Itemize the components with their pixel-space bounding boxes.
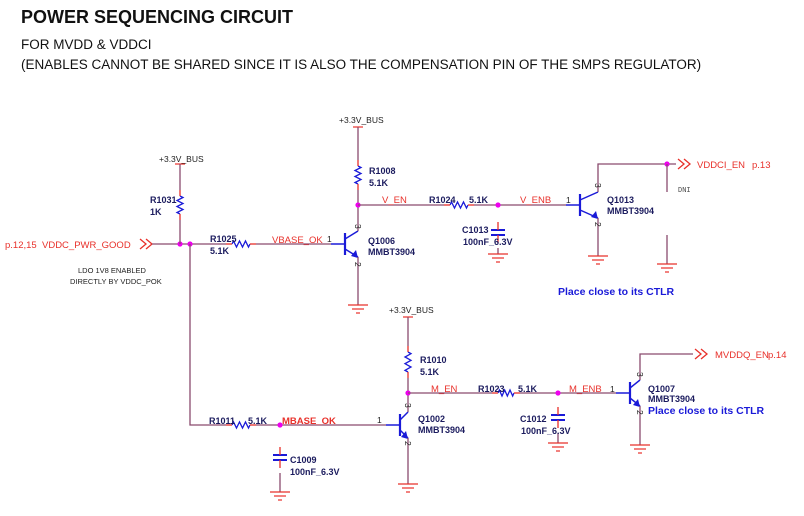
r1008	[353, 165, 363, 185]
c1009-ref: C1009	[290, 455, 317, 465]
port-chevron-icon	[139, 238, 148, 250]
ldo-note-line-1: LDO 1V8 ENABLED	[78, 266, 147, 275]
r1010-value: 5.1K	[420, 367, 440, 377]
port-chevron-icon	[683, 158, 692, 170]
place-close-note-mvddq: Place close to its CTLR	[648, 405, 765, 417]
r1011	[231, 420, 251, 430]
wire	[639, 353, 693, 380]
q1007-pin-collector: 3	[635, 372, 645, 377]
net-mbase-ok: MBASE_OK	[282, 416, 336, 427]
ldo-note-line-2: DIRECTLY BY VDDC_POK	[70, 277, 162, 286]
r1023	[497, 388, 515, 398]
r1025-ref: R1025	[210, 234, 237, 244]
c1012-ref: C1012	[520, 414, 547, 424]
r1010-ref: R1010	[420, 355, 447, 365]
page-title: POWER SEQUENCING CIRCUIT	[21, 7, 294, 27]
power-label-r1008: +3.3V_BUS	[339, 115, 384, 125]
port-vddc-pwr-good[interactable]: VDDC_PWR_GOOD	[42, 240, 131, 251]
r1031	[175, 195, 185, 215]
net-m-en: M_EN	[431, 384, 458, 395]
q1002-pin-collector: 3	[403, 403, 413, 408]
q1007-pin-emitter: 2	[635, 410, 645, 415]
q1006-ref: Q1006	[368, 236, 395, 246]
q1007-pin-base: 1	[610, 384, 615, 394]
q1007-ref: Q1007	[648, 384, 675, 394]
r1010	[403, 351, 413, 373]
c1013-ref: C1013	[462, 225, 489, 235]
r1031-value: 1K	[150, 207, 162, 217]
q1006-pin-emitter: 2	[353, 262, 363, 267]
r1024-value: 5.1K	[469, 195, 489, 205]
port-page-vddc-pwr-good: p.12,15	[5, 240, 37, 251]
q1007-arrow-icon	[633, 399, 640, 407]
q1006-value: MMBT3904	[368, 247, 415, 257]
q1006-arrow-icon	[351, 250, 358, 258]
r1031-ref: R1031	[150, 195, 177, 205]
port-mvddq-en[interactable]: MVDDQ_EN	[715, 350, 769, 361]
q1013-pin-emitter: 2	[593, 222, 603, 227]
q1002-ref: Q1002	[418, 414, 445, 424]
q1002-pin-base: 1	[377, 415, 382, 425]
port-page-vddci-en: p.13	[752, 160, 771, 171]
r1011-value: 5.1K	[248, 416, 268, 426]
q1007-collector	[629, 379, 641, 389]
r1025-value: 5.1K	[210, 246, 230, 256]
junction-dot	[495, 202, 501, 208]
q1006-pin-collector: 3	[353, 224, 363, 229]
wire	[597, 163, 676, 192]
junction-dot	[555, 390, 561, 396]
r1023-value: 5.1K	[518, 384, 538, 394]
junction-dot	[277, 422, 283, 428]
c1013-value: 100nF_6.3V	[463, 237, 513, 247]
dni-label: DNI	[678, 186, 691, 194]
q1013-ref: Q1013	[607, 195, 634, 205]
q1006-collector	[344, 230, 359, 240]
r1008-value: 5.1K	[369, 178, 389, 188]
subtitle-line-2: (ENABLES CANNOT BE SHARED SINCE IT IS AL…	[21, 57, 702, 72]
r1024-ref: R1024	[429, 195, 456, 205]
q1002-pin-emitter: 2	[403, 441, 413, 446]
subtitle-line-1: FOR MVDD & VDDCI	[21, 37, 152, 52]
q1006-pin-base: 1	[327, 234, 332, 244]
power-label-r1010: +3.3V_BUS	[389, 305, 434, 315]
place-close-note-vddci: Place close to its CTLR	[558, 286, 675, 298]
r1008-ref: R1008	[369, 166, 396, 176]
c1012-value: 100nF_6.3V	[521, 426, 571, 436]
q1013-collector	[579, 191, 599, 201]
net-v-enb: V_ENB	[520, 195, 551, 206]
power-label-r1031: +3.3V_BUS	[159, 154, 204, 164]
port-page-mvddq-en: p.14	[768, 350, 787, 361]
r1011-ref: R1011	[209, 416, 235, 426]
q1002-value: MMBT3904	[418, 425, 465, 435]
c1009-value: 100nF_6.3V	[290, 467, 340, 477]
q1013-value: MMBT3904	[607, 206, 654, 216]
net-vbase-ok: VBASE_OK	[272, 235, 323, 246]
q1013-pin-base: 1	[566, 195, 571, 205]
r1024	[449, 200, 469, 210]
q1002-collector	[399, 411, 409, 421]
net-v-en: V_EN	[382, 195, 407, 206]
q1013-arrow-icon	[591, 211, 598, 219]
q1002-arrow-icon	[401, 431, 408, 439]
wire	[189, 244, 226, 426]
net-m-enb: M_ENB	[569, 384, 602, 395]
port-chevron-icon	[694, 348, 703, 360]
port-chevron-icon	[677, 158, 686, 170]
port-chevron-icon	[700, 348, 709, 360]
port-vddci-en[interactable]: VDDCI_EN	[697, 160, 745, 171]
q1013-pin-collector: 3	[593, 183, 603, 188]
r1025	[231, 239, 251, 249]
q1007-value: MMBT3904	[648, 394, 695, 404]
r1023-ref: R1023	[478, 384, 505, 394]
